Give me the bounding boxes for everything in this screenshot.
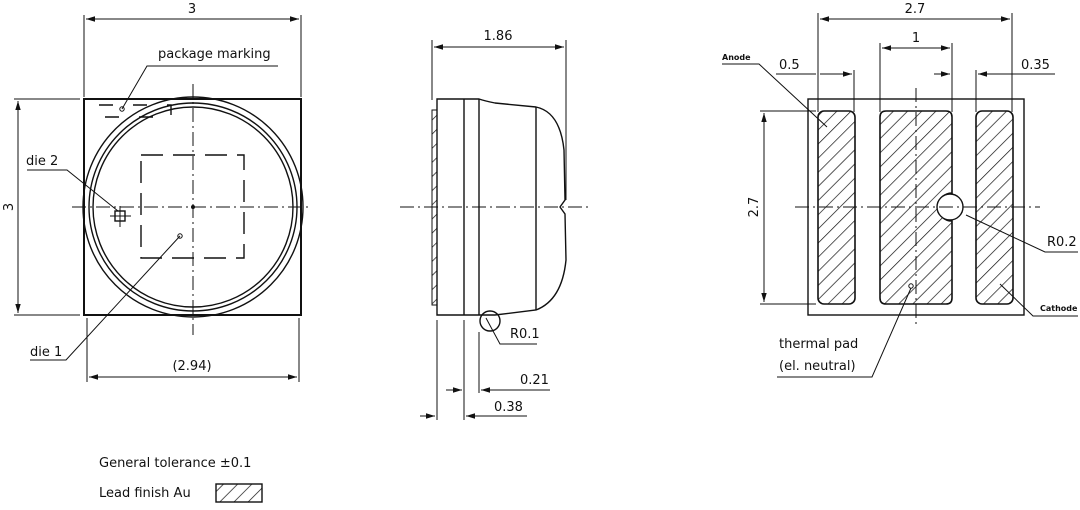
center-pad-dim: 1 (912, 31, 920, 46)
thermal-pad-note: (el. neutral) (779, 359, 856, 374)
bottom-height-dim: 2.7 (747, 197, 762, 218)
side-radius-dim: R0.1 (510, 327, 540, 342)
package-marking-label: package marking (158, 47, 271, 62)
anode-label: Anode (722, 53, 751, 62)
thermal-pad-label: thermal pad (779, 337, 858, 352)
dome-width-dim: (2.94) (172, 359, 211, 374)
lead-finish-note: Lead finish Au (99, 486, 191, 501)
anode-width-dim: 0.5 (779, 58, 800, 73)
dim-021: 0.21 (520, 373, 549, 388)
die-2-label: die 2 (26, 154, 58, 169)
side-view: 1.86 R0.1 0.21 0.38 (400, 29, 590, 420)
dim-038: 0.38 (494, 400, 523, 415)
side-height-dim: 1.86 (484, 29, 513, 44)
cathode-width-dim: 0.35 (1021, 58, 1050, 73)
die-1-label: die 1 (30, 345, 62, 360)
cathode-label: Cathode (1040, 304, 1078, 313)
top-height-dim: 3 (2, 203, 17, 211)
top-width-dim: 3 (188, 2, 196, 17)
bottom-radius-dim: R0.2 (1047, 235, 1077, 250)
bottom-view: 2.7 1 0.5 0.35 2.7 Anode (722, 2, 1078, 378)
top-view: 3 3 package marking die 2 (2, 2, 310, 382)
bottom-width-dim: 2.7 (905, 2, 926, 17)
general-tolerance-note: General tolerance ±0.1 (99, 456, 251, 471)
notes: General tolerance ±0.1 Lead finish Au (99, 456, 263, 503)
lead-finish-hatch-swatch (215, 483, 263, 503)
